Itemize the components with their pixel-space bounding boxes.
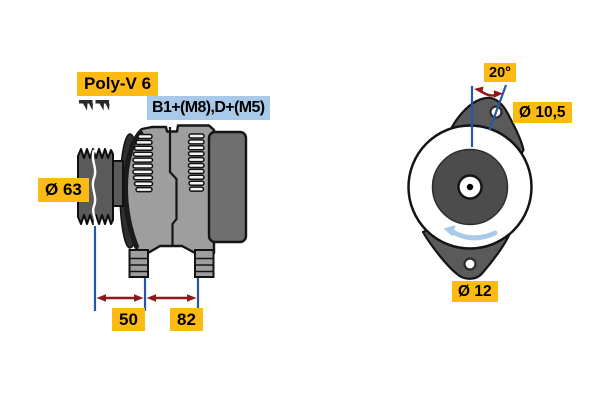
mounting-hole-bottom [463, 257, 477, 271]
angle-reference-lines [470, 84, 508, 147]
terminal-label: B1+(M8),D+(M5) [147, 96, 270, 120]
mounting-foot-rear [194, 249, 215, 278]
dimension-82-label: 82 [170, 308, 203, 331]
shaft-center-dot [466, 183, 474, 191]
mounting-angle-label: 20° [484, 63, 516, 82]
pulley-break-line [91, 149, 97, 225]
pulley [77, 148, 114, 225]
pulley-diameter-label: Ø 63 [38, 178, 89, 202]
mounting-foot-front [128, 249, 149, 278]
dimension-arrow-82 [146, 294, 197, 302]
belt-type-label: Poly-V 6 [77, 72, 159, 96]
angle-arrow [474, 86, 503, 98]
rotation-direction-arrow-icon [443, 225, 498, 241]
rear-cover [207, 130, 248, 244]
vent-slots-front [132, 133, 154, 193]
alternator-side-view [77, 100, 248, 311]
dimension-50-label: 50 [112, 308, 145, 331]
vent-slots-rear [187, 133, 205, 192]
front-rim [122, 129, 144, 249]
top-hole-diameter-label: Ø 10,5 [513, 102, 572, 123]
alternator-rear-view [407, 84, 533, 280]
poly-v-belt-profile-icon [79, 100, 110, 111]
housing-seam [168, 127, 178, 246]
bottom-hole-diameter-label: Ø 12 [452, 281, 498, 302]
dimension-reference-lines [93, 226, 200, 311]
dimension-arrow-50 [96, 294, 144, 302]
